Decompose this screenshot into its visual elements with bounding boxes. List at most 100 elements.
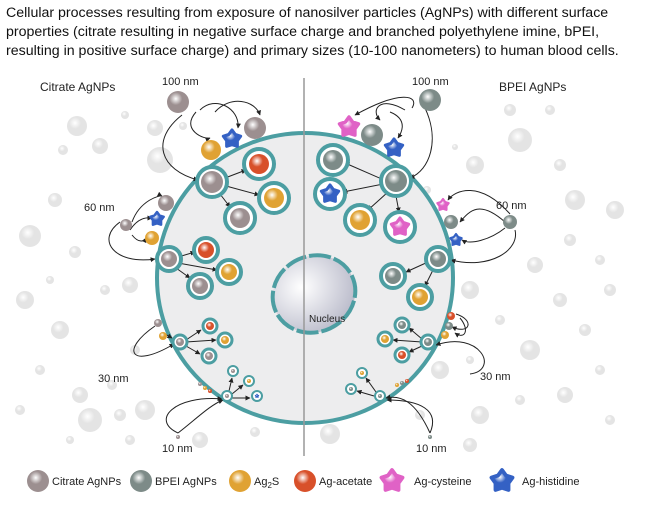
background-particle (16, 291, 34, 309)
citrate-particle-icon (230, 208, 250, 228)
bpei-particle-icon (349, 387, 353, 391)
background-particle (92, 138, 108, 154)
background-particle (466, 356, 474, 364)
bpei-particle-icon (323, 150, 343, 170)
background-particle (67, 116, 87, 136)
process-arrow (461, 227, 506, 245)
ag2s-particle-icon (381, 335, 389, 343)
background-particle (579, 324, 591, 336)
process-arrow (131, 234, 147, 244)
cysteine-star-icon (337, 115, 361, 137)
process-arrow (395, 195, 401, 213)
bpei-particle-icon (424, 338, 432, 346)
ag2s-particle-icon (395, 383, 399, 387)
process-arrow (177, 262, 218, 272)
background-particle (15, 405, 25, 415)
citrate-particle-icon (225, 394, 229, 398)
background-particle (107, 380, 117, 390)
process-arrow (177, 399, 224, 434)
histidine-star-icon (319, 183, 341, 203)
process-arrow (356, 389, 375, 397)
process-arrow (451, 313, 469, 332)
background-particle (179, 122, 187, 130)
cysteine-star-icon (436, 197, 450, 211)
ag2s-particle-icon (264, 188, 284, 208)
ag2s-particle-icon (441, 331, 449, 339)
particles (120, 89, 517, 439)
legend-label: Ag-histidine (522, 476, 579, 488)
acetate-particle-icon (447, 312, 455, 320)
histidine-star-icon (149, 210, 165, 226)
legend-item: Ag-acetate (294, 470, 372, 492)
background-particle (51, 321, 69, 339)
process-arrow (408, 345, 423, 353)
citrate-particle-icon (198, 382, 202, 386)
background-particle (504, 104, 516, 116)
figure-title: Cellular processes resulting from exposu… (6, 5, 619, 59)
citrate-particle-icon (201, 171, 223, 193)
citrate-particle-icon (120, 219, 132, 231)
process-arrow (225, 185, 260, 197)
cysteine-star-icon (389, 216, 411, 236)
background-particle (46, 276, 54, 284)
process-arrow (185, 345, 201, 355)
label-10nm-right: 10 nm (416, 443, 447, 455)
legend-label: Ag2S (254, 476, 279, 490)
background-particle (78, 408, 102, 432)
legend-item: Ag-histidine (489, 468, 579, 492)
process-arrow (367, 191, 389, 211)
citrate-particle-icon (176, 338, 184, 346)
histidine-star-icon (221, 128, 243, 148)
histidine-star-icon (449, 232, 463, 246)
process-arrow (386, 397, 433, 434)
citrate-particle-icon (27, 470, 49, 492)
background-particle (147, 120, 163, 136)
bpei-particle-icon (428, 435, 432, 439)
background-particle (466, 156, 484, 174)
background-particle (463, 438, 477, 452)
background-particle (495, 315, 505, 325)
process-arrow (392, 337, 423, 343)
process-arrow (342, 183, 384, 194)
background-particle (431, 361, 449, 379)
process-arrow (133, 325, 175, 357)
legend-item: BPEI AgNPs (130, 470, 217, 492)
background-particles (15, 104, 624, 452)
background-particle (35, 365, 45, 375)
background-particle (320, 424, 340, 444)
citrate-particle-icon (154, 319, 162, 327)
label-30nm-right: 30 nm (480, 371, 511, 383)
background-particle (72, 387, 88, 403)
bpei-particle-icon (430, 251, 446, 267)
ag2s-particle-icon (412, 289, 428, 305)
legend-item: Ag-cysteine (379, 468, 471, 492)
acetate-particle-icon (206, 322, 214, 330)
bpei-particle-icon (503, 215, 517, 229)
background-particle (595, 365, 605, 375)
bpei-particle-icon (398, 321, 406, 329)
background-particle (192, 432, 208, 448)
background-particle (58, 145, 68, 155)
histidine-star-icon (383, 137, 405, 157)
ag2s-particle-icon (203, 386, 207, 390)
process-arrow (224, 169, 247, 179)
background-particle (604, 284, 616, 296)
citrate-particle-icon (158, 195, 174, 211)
ag2s-particle-icon (201, 140, 221, 160)
process-arrow (454, 317, 466, 338)
bpei-particle-icon (130, 470, 152, 492)
background-particle (606, 201, 624, 219)
background-particle (508, 128, 532, 152)
process-arrow (424, 269, 434, 287)
citrate-particle-icon (167, 91, 189, 113)
process-arrow (408, 327, 423, 340)
process-arrow (389, 111, 403, 139)
process-arrow (450, 229, 516, 264)
legend-label: Ag-acetate (319, 476, 372, 488)
acetate-particle-icon (249, 154, 269, 174)
background-particle (125, 435, 135, 445)
arrows (108, 96, 516, 434)
ag2s-particle-icon (229, 470, 251, 492)
background-particle (595, 255, 605, 265)
right-side-label: BPEI AgNPs (499, 80, 566, 94)
